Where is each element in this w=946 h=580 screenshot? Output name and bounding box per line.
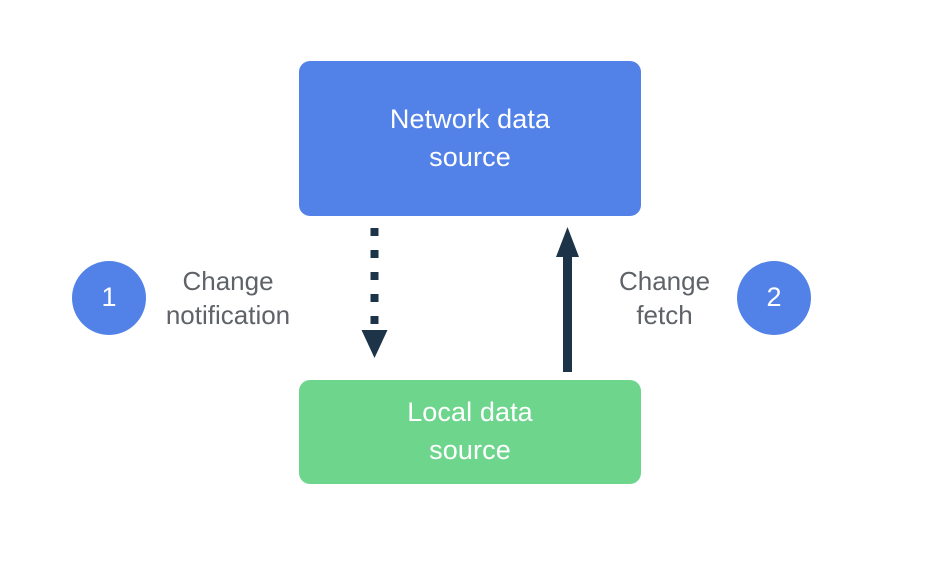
- local-data-source-box: Local data source: [299, 380, 641, 484]
- network-data-source-box: Network data source: [299, 61, 641, 216]
- step-1-badge: 1: [72, 261, 146, 335]
- local-data-source-label: Local data source: [407, 397, 533, 465]
- change-notification-dotted-arrow-down-icon: [361, 228, 388, 358]
- step-2-badge: 2: [737, 261, 811, 335]
- step-2-number: 2: [766, 282, 782, 312]
- change-fetch-solid-arrow-up-icon: [556, 227, 579, 372]
- network-data-source-label: Network data source: [389, 103, 551, 172]
- step-2-label: Change fetch: [618, 266, 711, 330]
- step-1-label: Change notification: [165, 266, 291, 330]
- step-1-number: 1: [101, 282, 117, 312]
